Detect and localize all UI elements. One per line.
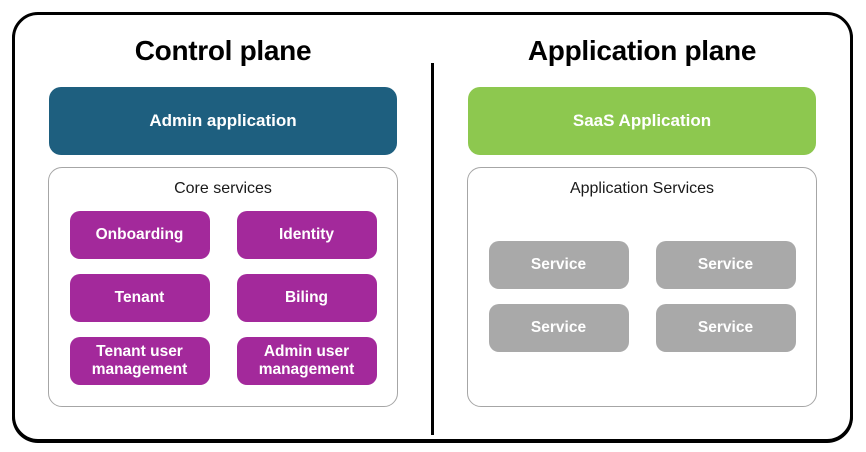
service-box-onboarding: Onboarding (69, 210, 210, 259)
service-box-admin-user-management: Admin user management (236, 336, 377, 385)
core-services-container: Core services Onboarding Identity Tenant… (48, 166, 398, 407)
service-box-1: Service (488, 240, 629, 289)
admin-application-label: Admin application (149, 110, 297, 130)
core-services-grid: Onboarding Identity Tenant Biling Tenant… (69, 210, 377, 385)
saas-application-box: SaaS Application (468, 86, 816, 155)
service-box-4: Service (655, 303, 796, 352)
application-services-label: Application Services (569, 179, 715, 197)
admin-application-box: Admin application (49, 86, 397, 155)
application-services-grid: Service Service Service Service (488, 240, 796, 352)
service-box-biling: Biling (236, 273, 377, 322)
service-box-tenant: Tenant (69, 273, 210, 322)
pane-control-plane: Control plane Admin application Core ser… (15, 15, 431, 439)
service-box-3: Service (488, 303, 629, 352)
outer-frame: Control plane Admin application Core ser… (12, 12, 853, 442)
service-box-identity: Identity (236, 210, 377, 259)
plane-divider-line (431, 63, 434, 435)
saas-application-label: SaaS Application (572, 110, 712, 130)
control-plane-title: Control plane (134, 35, 312, 66)
service-box-2: Service (655, 240, 796, 289)
application-services-container: Application Services Service Service Ser… (467, 166, 817, 407)
core-services-label: Core services (174, 179, 272, 197)
pane-application-plane: Application plane SaaS Application Appli… (434, 15, 850, 439)
service-box-tenant-user-management: Tenant user management (69, 336, 210, 385)
application-plane-title: Application plane (527, 35, 757, 66)
